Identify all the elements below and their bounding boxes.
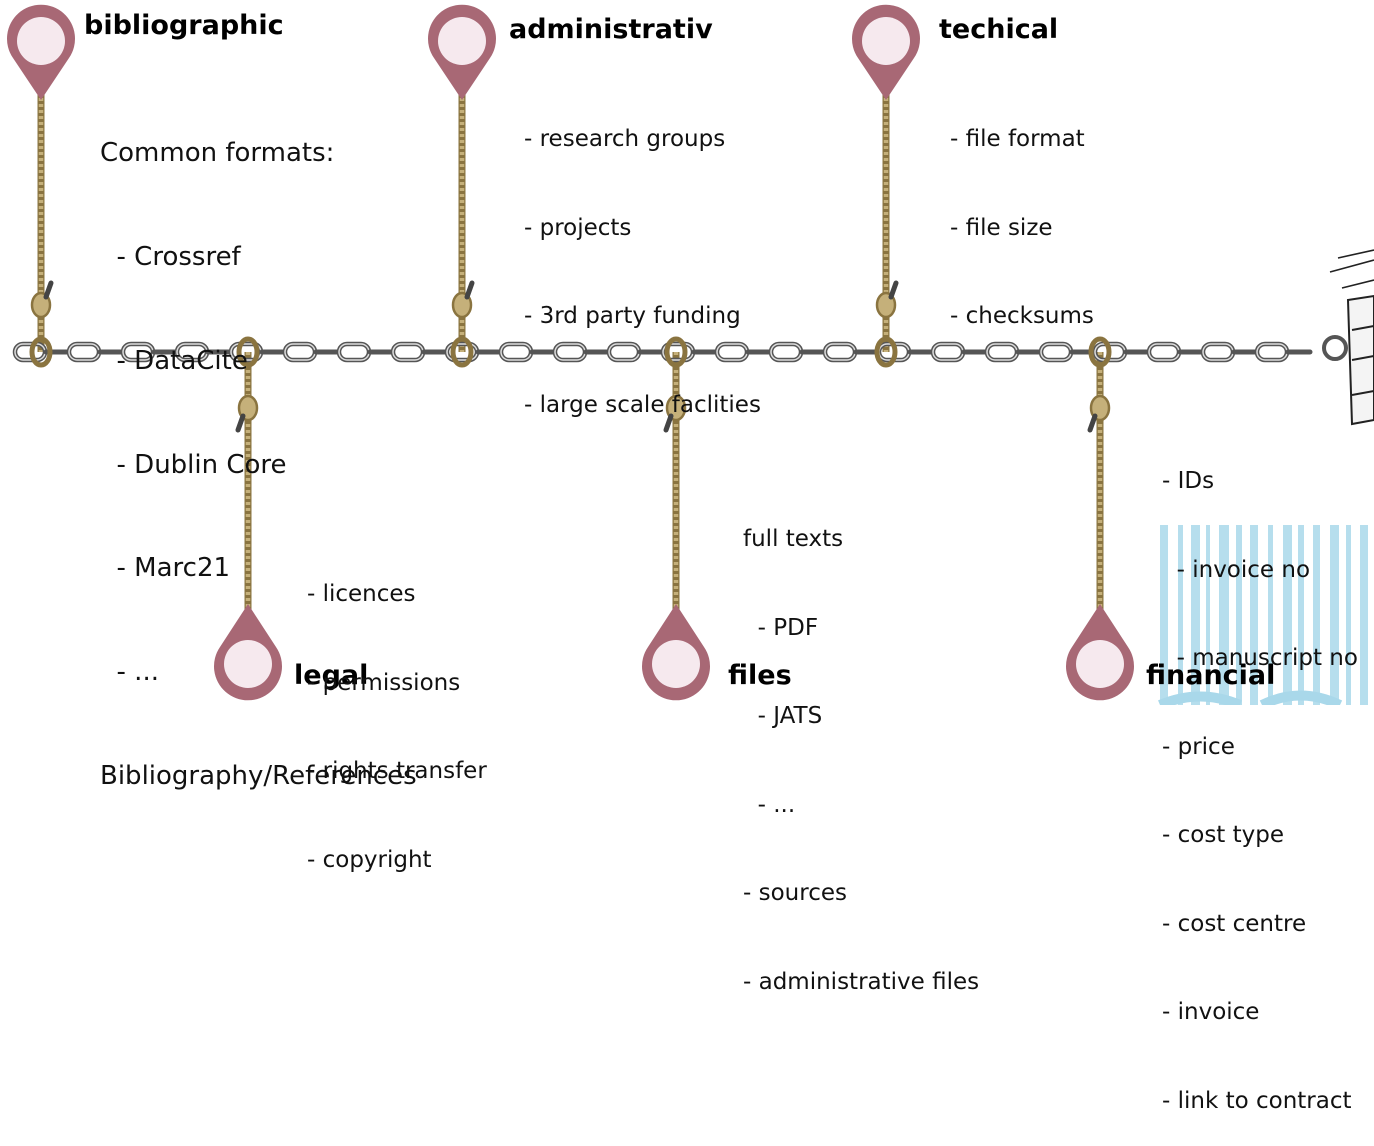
anchor-lines bbox=[1329, 249, 1374, 289]
stripe bbox=[1236, 525, 1242, 705]
list-item: - licences bbox=[307, 581, 416, 607]
list-item: - price bbox=[1162, 733, 1235, 760]
list-item: - Marc21 bbox=[100, 553, 231, 584]
stripe bbox=[1360, 525, 1368, 705]
rope-end-techical bbox=[888, 280, 899, 300]
metadata-chain-diagram bbox=[7, 4, 1374, 705]
stripe bbox=[1268, 525, 1273, 705]
list-item: - permissions bbox=[307, 669, 461, 696]
list-item: - Crossref bbox=[100, 241, 241, 272]
list-legal: - licences - permissions - rights transf… bbox=[307, 521, 487, 905]
chain-link bbox=[768, 341, 804, 363]
chain bbox=[12, 335, 1348, 363]
list-item: - DataCite bbox=[100, 345, 248, 376]
pin-center-techical bbox=[862, 17, 910, 65]
anchor-body bbox=[1346, 294, 1374, 426]
chain-link bbox=[66, 341, 102, 363]
list-item: - invoice bbox=[1162, 999, 1260, 1025]
rope-loop-legal bbox=[236, 336, 260, 368]
list-item: - Dublin Core bbox=[100, 449, 287, 480]
list-item: - file format bbox=[950, 126, 1085, 152]
rope-end-financial bbox=[1087, 413, 1098, 433]
stripe bbox=[1178, 525, 1183, 705]
rope-end-bibliographic bbox=[43, 280, 54, 300]
pin-center-legal bbox=[224, 640, 272, 688]
list-item: - research groups bbox=[524, 126, 726, 152]
list-item: full texts bbox=[743, 526, 844, 552]
list-item: - administrative files bbox=[743, 968, 980, 995]
list-item: - ... bbox=[100, 657, 159, 688]
list-item: - checksums bbox=[950, 303, 1094, 329]
pin-center-files bbox=[652, 640, 700, 688]
chain-link bbox=[822, 341, 858, 363]
stripe bbox=[1206, 525, 1210, 705]
stripe bbox=[1346, 525, 1351, 705]
list-item: - large scale faclities bbox=[524, 391, 761, 418]
chain-link bbox=[1254, 341, 1290, 363]
list-item: - ... bbox=[743, 791, 796, 818]
chain-anchor bbox=[1329, 249, 1374, 426]
stripe bbox=[1250, 525, 1258, 705]
background-stripes bbox=[1158, 525, 1368, 705]
list-item: - IDs bbox=[1162, 468, 1215, 494]
list-techical: - file format - file size - checksums bbox=[950, 66, 1094, 361]
rope-knots bbox=[29, 280, 1112, 433]
list-item: - PDF bbox=[743, 614, 819, 641]
rope-end-legal bbox=[235, 413, 246, 433]
title-bibliographic: bibliographic bbox=[84, 10, 284, 41]
list-item: Common formats: bbox=[100, 138, 335, 169]
rope-loop-techical bbox=[874, 336, 898, 368]
chain-link bbox=[1200, 341, 1236, 363]
pin-center-administrativ bbox=[438, 17, 486, 65]
list-files: full texts - PDF - JATS - ... - sources … bbox=[743, 466, 979, 1027]
stripe bbox=[1298, 525, 1304, 705]
list-item: - sources bbox=[743, 880, 847, 906]
title-files: files bbox=[728, 660, 792, 691]
stripe bbox=[1160, 525, 1168, 705]
title-administrativ: administrativ bbox=[509, 14, 713, 45]
list-item: - cost type bbox=[1162, 822, 1285, 848]
pin-center-bibliographic bbox=[17, 17, 65, 65]
list-item: - manuscript no bbox=[1162, 645, 1358, 671]
list-item: - JATS bbox=[743, 703, 823, 729]
list-administrativ: - research groups - projects - 3rd party… bbox=[524, 66, 761, 450]
stripe-arc bbox=[1158, 690, 1343, 705]
rope-end-files bbox=[663, 413, 674, 433]
list-item: - projects bbox=[524, 214, 632, 241]
stripe bbox=[1313, 525, 1320, 705]
rope-loop-bibliographic bbox=[29, 336, 53, 368]
list-item: - link to contract bbox=[1162, 1087, 1352, 1114]
anchor-bands bbox=[1351, 325, 1374, 396]
chain-link bbox=[1146, 341, 1182, 363]
stripe bbox=[1283, 525, 1292, 705]
rope-loop-administrativ bbox=[450, 336, 474, 368]
stripe bbox=[1191, 525, 1200, 705]
rope-loop-files bbox=[664, 336, 688, 368]
list-financial: - IDs - invoice no - manuscript no - pri… bbox=[1162, 408, 1358, 1146]
chain-end-ring bbox=[1322, 335, 1348, 361]
list-item: - rights transfer bbox=[307, 758, 487, 784]
title-legal: legal bbox=[294, 660, 369, 691]
list-item: - copyright bbox=[307, 846, 432, 873]
location-pins bbox=[7, 4, 1134, 701]
list-item: - invoice no bbox=[1162, 556, 1311, 583]
list-item: - 3rd party funding bbox=[524, 303, 741, 329]
stripe bbox=[1330, 525, 1339, 705]
pin-center-financial bbox=[1076, 640, 1124, 688]
rope-loop-financial bbox=[1088, 336, 1112, 368]
title-techical: techical bbox=[939, 14, 1059, 45]
title-financial: financial bbox=[1146, 660, 1276, 691]
list-item: - file size bbox=[950, 214, 1053, 241]
stripe bbox=[1219, 525, 1229, 705]
rope-end-administrativ bbox=[464, 280, 475, 300]
list-item: - cost centre bbox=[1162, 910, 1307, 937]
